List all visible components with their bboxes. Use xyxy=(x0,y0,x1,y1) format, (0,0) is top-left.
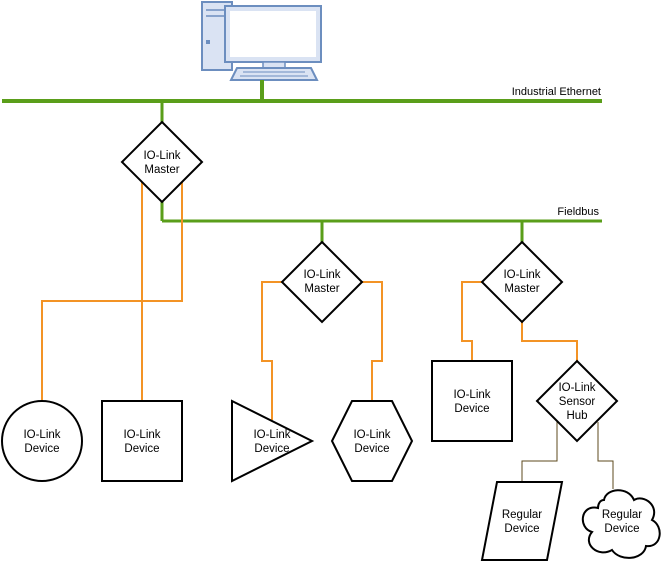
device-hexagon-line2: Device xyxy=(354,443,389,455)
io-link-sensor-hub[interactable]: IO-Link Sensor Hub xyxy=(535,359,619,443)
device-right-line2: Device xyxy=(454,403,489,415)
device-square-line1: IO-Link xyxy=(123,429,160,441)
io-link-device-triangle[interactable]: IO-Link Device xyxy=(231,399,315,483)
io-link-device-circle[interactable]: IO-Link Device xyxy=(1,400,83,482)
regular-device-cloud[interactable]: Regular Device xyxy=(582,489,661,559)
regular-cloud-line1: Regular xyxy=(602,509,642,521)
io-link-master-mid[interactable]: IO-Link Master xyxy=(280,240,364,324)
device-triangle-line1: IO-Link xyxy=(253,429,290,441)
device-hexagon-line1: IO-Link xyxy=(353,429,390,441)
regular-para-line1: Regular xyxy=(502,509,542,521)
master-mid-line1: IO-Link xyxy=(303,269,340,281)
sensor-hub-line2: Sensor xyxy=(559,396,596,408)
sensor-hub-line1: IO-Link xyxy=(558,382,595,394)
master-top-line1: IO-Link xyxy=(143,150,180,162)
fieldbus-bus: Fieldbus xyxy=(160,202,602,242)
industrial-ethernet-label: Industrial Ethernet xyxy=(512,86,601,98)
device-right-line1: IO-Link xyxy=(453,389,490,401)
regular-connections xyxy=(521,422,614,489)
desktop-computer-icon xyxy=(201,1,322,81)
master-right-line2: Master xyxy=(504,283,539,295)
master-top-line2: Master xyxy=(144,164,179,176)
io-link-connections xyxy=(41,182,578,420)
master-mid-line2: Master xyxy=(304,283,339,295)
device-square-line2: Device xyxy=(124,443,159,455)
sensor-hub-line3: Hub xyxy=(566,410,587,422)
io-link-master-top[interactable]: IO-Link Master xyxy=(120,120,204,204)
device-triangle-line2: Device xyxy=(254,443,289,455)
device-circle-line1: IO-Link xyxy=(23,429,60,441)
io-link-device-square[interactable]: IO-Link Device xyxy=(101,400,183,482)
io-link-master-right[interactable]: IO-Link Master xyxy=(480,240,564,324)
master-right-line1: IO-Link xyxy=(503,269,540,281)
fieldbus-label: Fieldbus xyxy=(557,206,599,218)
regular-cloud-line2: Device xyxy=(604,523,639,535)
regular-para-line2: Device xyxy=(504,523,539,535)
device-circle-line2: Device xyxy=(24,443,59,455)
io-link-device-right[interactable]: IO-Link Device xyxy=(431,360,513,442)
io-link-device-hexagon[interactable]: IO-Link Device xyxy=(330,400,414,482)
regular-device-parallelogram[interactable]: Regular Device xyxy=(480,481,564,561)
industrial-ethernet-bus: Industrial Ethernet xyxy=(2,80,602,122)
